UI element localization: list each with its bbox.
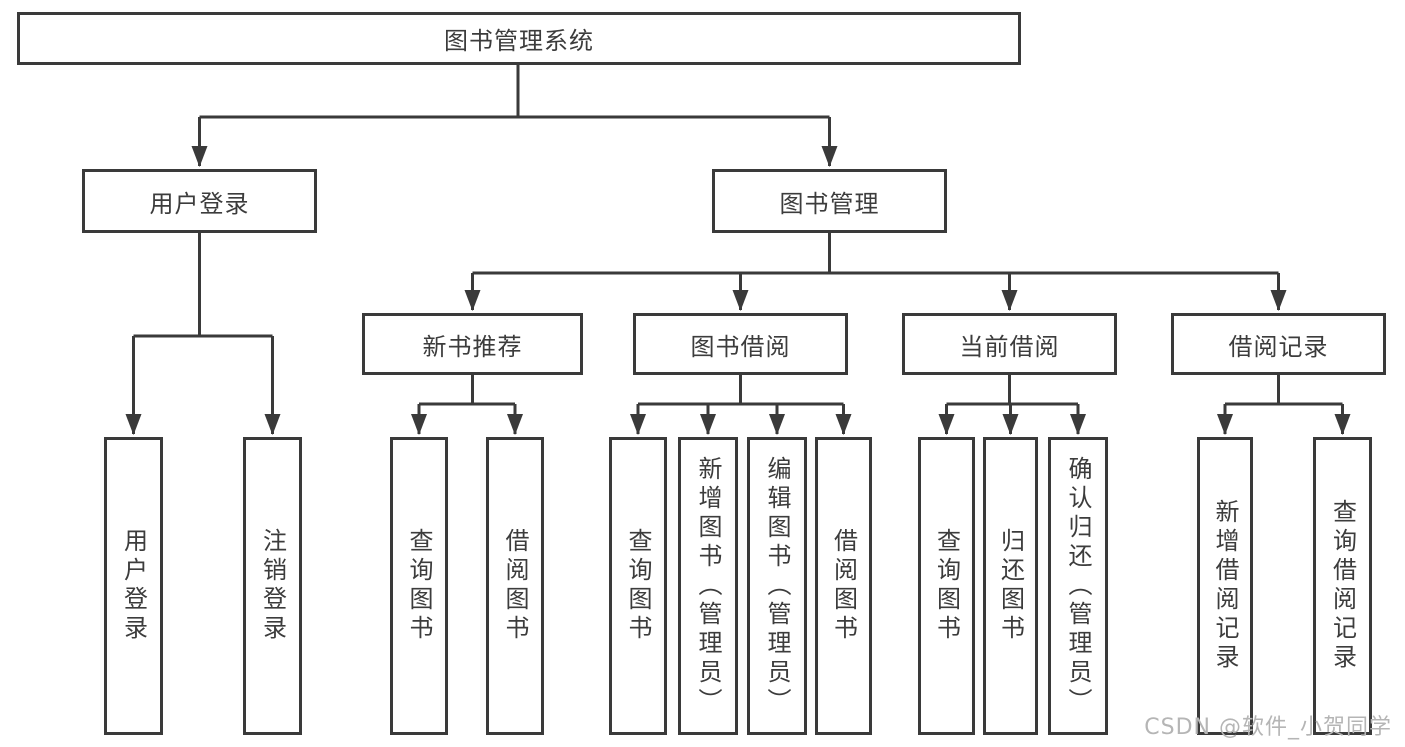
leaf-borrow-books-recommend-label: 借阅图书 — [501, 528, 529, 644]
node-user-login: 用户登录 — [82, 169, 317, 233]
node-book-management-label: 图书管理 — [779, 189, 880, 218]
leaf-borrow-books-recommend: 借阅图书 — [486, 437, 544, 735]
connector-new-book-recommend-children — [411, 375, 523, 436]
node-current-borrowing-label: 当前借阅 — [959, 332, 1060, 361]
connector-borrowing-records-children — [1217, 375, 1351, 436]
leaf-query-books-borrowing-label: 查询图书 — [624, 528, 652, 644]
leaf-edit-books-admin-label: 编辑图书（管理员） — [763, 455, 791, 717]
leaf-add-borrow-record: 新增借阅记录 — [1197, 437, 1253, 735]
node-root-label: 图书管理系统 — [444, 27, 594, 55]
leaf-query-borrow-record-label: 查询借阅记录 — [1328, 499, 1357, 673]
node-root: 图书管理系统 — [17, 12, 1021, 65]
leaf-query-books-recommend-label: 查询图书 — [405, 528, 433, 644]
connector-root-to-level2 — [191, 65, 838, 168]
leaf-borrow-books-borrowing-label: 借阅图书 — [829, 528, 858, 644]
leaf-return-books-label: 归还图书 — [996, 528, 1025, 644]
connector-current-borrowing-children — [938, 375, 1086, 436]
node-new-book-recommend-label: 新书推荐 — [422, 332, 523, 361]
leaf-user-login-label: 用户登录 — [119, 528, 148, 644]
leaf-query-borrow-record: 查询借阅记录 — [1313, 437, 1372, 735]
node-user-login-label: 用户登录 — [149, 189, 250, 218]
node-current-borrowing: 当前借阅 — [902, 313, 1117, 375]
leaf-return-books: 归还图书 — [983, 437, 1038, 735]
node-book-borrowing-label: 图书借阅 — [690, 332, 791, 361]
leaf-logout: 注销登录 — [243, 437, 302, 735]
leaf-logout-label: 注销登录 — [258, 528, 287, 644]
csdn-watermark: CSDN @软件_小贺同学 — [1144, 715, 1392, 740]
leaf-query-books-current: 查询图书 — [918, 437, 975, 735]
connector-book-borrowing-children — [630, 375, 852, 436]
node-new-book-recommend: 新书推荐 — [362, 313, 583, 375]
leaf-confirm-return-admin: 确认归还（管理员） — [1048, 437, 1108, 735]
node-book-borrowing: 图书借阅 — [633, 313, 848, 375]
node-borrowing-records: 借阅记录 — [1171, 313, 1386, 375]
leaf-query-books-recommend: 查询图书 — [390, 437, 448, 735]
leaf-query-books-current-label: 查询图书 — [932, 528, 961, 644]
connector-user-login-children — [125, 233, 281, 436]
leaf-add-books-admin-label: 新增图书（管理员） — [694, 455, 722, 717]
connector-book-management-children — [464, 233, 1287, 312]
leaf-confirm-return-admin-label: 确认归还（管理员） — [1064, 455, 1092, 717]
leaf-add-books-admin: 新增图书（管理员） — [678, 437, 738, 735]
leaf-add-borrow-record-label: 新增借阅记录 — [1211, 499, 1239, 673]
node-book-management: 图书管理 — [712, 169, 947, 233]
node-borrowing-records-label: 借阅记录 — [1228, 332, 1329, 361]
leaf-user-login: 用户登录 — [104, 437, 163, 735]
leaf-borrow-books-borrowing: 借阅图书 — [815, 437, 872, 735]
leaf-query-books-borrowing: 查询图书 — [609, 437, 667, 735]
leaf-edit-books-admin: 编辑图书（管理员） — [747, 437, 807, 735]
